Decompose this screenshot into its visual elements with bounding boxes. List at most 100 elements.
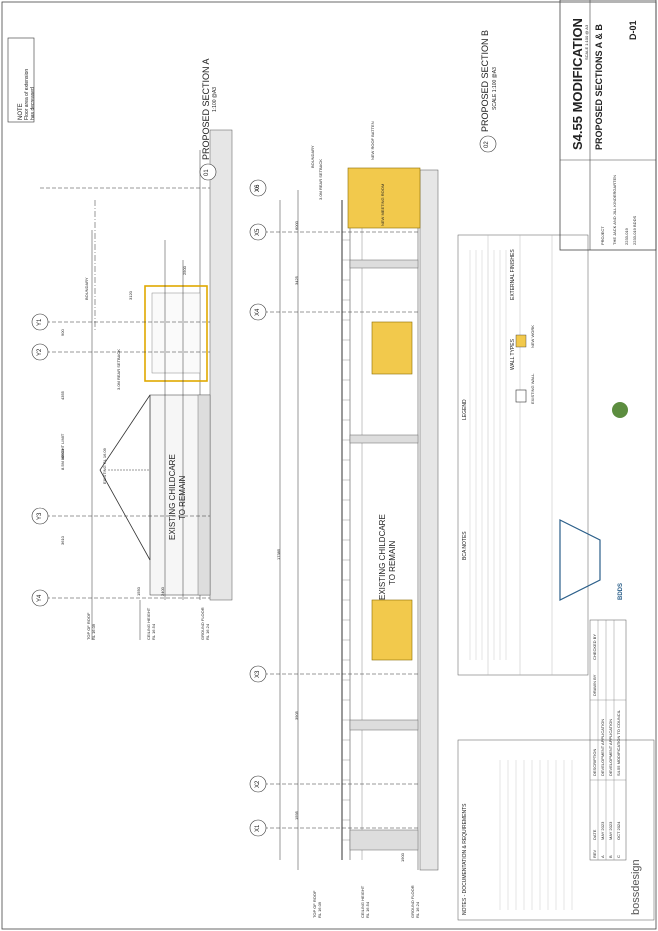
note-box xyxy=(7,37,35,123)
bdds-logo-icon xyxy=(559,519,601,601)
modification-title: S4.55 MODIFICATION xyxy=(570,18,585,150)
section-b-number: 02 xyxy=(484,141,490,148)
bca-notes-title: BCA NOTES xyxy=(462,531,468,560)
section-b-grid xyxy=(249,223,267,837)
revision-table xyxy=(589,619,627,861)
section-b-ceiling-rl: RL 16.54 xyxy=(365,901,370,918)
rev-header-drawn: DRAWN BY xyxy=(592,674,597,696)
grid-bubble-y3 xyxy=(31,507,49,525)
grid-label-x6-b: X6 xyxy=(255,184,261,192)
grid-label-x1: X1 xyxy=(255,824,261,832)
section-a-top-roof-rl: RL 16.09 xyxy=(91,623,96,640)
grid-label-x5: X5 xyxy=(255,228,261,236)
project-label: PROJECT xyxy=(600,226,605,245)
section-b-to-remain: TO REMAIN xyxy=(388,540,397,585)
section-a-dim-6: 900 xyxy=(60,329,65,336)
sheet-title: PROPOSED SECTIONS A & B xyxy=(594,24,604,150)
section-a-ceiling-rl: RL 16.54 xyxy=(151,623,156,640)
grid-label-y4: Y4 xyxy=(37,594,43,602)
section-a-dim-4: 10600 xyxy=(60,448,65,460)
section-a-dim-2: 2400 xyxy=(160,587,165,596)
legend-existing-wall-swatch xyxy=(515,389,527,403)
grid-bubble-y1 xyxy=(31,313,49,331)
section-a-dim-8: 2500 xyxy=(182,266,187,275)
grid-label-y3: Y3 xyxy=(37,512,43,520)
grid-label-y1: Y1 xyxy=(37,318,43,326)
section-a-dim-7: 3120 xyxy=(128,291,133,300)
rev-row-b-desc: DEVELOPMENT APPLICATION xyxy=(608,718,613,776)
section-a-rear-setback: 3.0M REAR SETBACK xyxy=(116,349,121,390)
notes-panel xyxy=(457,234,589,676)
rev-header-date: DATE xyxy=(592,829,597,840)
wall-types-title: WALL TYPES xyxy=(510,339,516,370)
bdds-name: BDDS xyxy=(618,582,624,600)
section-b-new-roof: NEW ROOF BATTEN xyxy=(370,121,375,160)
section-b-dim-c: 6000 xyxy=(294,221,299,230)
section-a-ground xyxy=(209,129,233,601)
project-code: 2233-019 xyxy=(624,228,629,245)
new-meeting-room-block xyxy=(347,167,421,229)
drawing-number: D-01 xyxy=(628,20,638,40)
legend-existing-wall: EXISTING WALL xyxy=(530,373,535,404)
grid-label-x4: X4 xyxy=(255,308,261,316)
rev-header-desc: DESCRIPTION xyxy=(592,748,597,776)
section-a-to-remain: TO REMAIN xyxy=(178,475,187,520)
section-b-dim-d: 1595 xyxy=(294,811,299,820)
section-b-ground xyxy=(419,169,439,871)
grid-bubble-x6-a xyxy=(249,179,267,197)
section-b-rear-setback: 3.0M REAR SETBACK xyxy=(318,159,323,200)
external-finishes-title: EXTERNAL FINISHES xyxy=(510,249,516,300)
section-a-extension xyxy=(144,285,208,382)
section-a-boundary: BOUNDARY xyxy=(84,277,89,300)
grid-bubble-x4 xyxy=(249,303,267,321)
sheet-scale: SCALE 1:100 @ A3 xyxy=(584,24,589,60)
title-block xyxy=(559,0,657,251)
project-client: THE JACK AND JILL KINDERGARTEN xyxy=(612,174,617,245)
section-b xyxy=(258,169,439,871)
section-a-bubble xyxy=(199,163,217,181)
rev-row-a: A xyxy=(600,855,605,858)
rev-row-b: B xyxy=(608,855,613,858)
section-b-ground-rl: RL 16.24 xyxy=(415,901,420,918)
section-b-title: PROPOSED SECTION B xyxy=(480,29,490,132)
note-text-2: has decreased xyxy=(30,87,36,120)
section-a-dim-5: 4355 xyxy=(60,391,65,400)
roof-ticks xyxy=(342,239,350,841)
rev-row-b-date: MAY 2023 xyxy=(608,821,613,840)
note-lines xyxy=(469,250,573,910)
section-b-dim-a: 3905 xyxy=(294,711,299,720)
section-b-scale: SCALE 1:100 @A3 xyxy=(492,67,498,110)
section-a-dim-1: 1550 xyxy=(136,587,141,596)
rev-row-c-desc: S4.55 MODIFICATION TO COUNCIL xyxy=(616,709,621,776)
grid-label-x3: X3 xyxy=(255,670,261,678)
grid-bubble-x1 xyxy=(249,819,267,837)
rev-header-rev: REV xyxy=(592,849,597,858)
section-a-existing-childcare: EXISTING CHILDCARE xyxy=(168,454,177,540)
grid-bubble-x5 xyxy=(249,223,267,241)
section-b-bubble xyxy=(479,135,497,153)
section-a-existing-rl: EXISTING RL 16.09 xyxy=(102,448,107,484)
project-job-no: 2233-019 BDDS xyxy=(632,215,637,245)
rev-header-checked: CHECKED BY xyxy=(592,633,597,660)
section-b-dim-b: 3425 xyxy=(294,276,299,285)
section-a xyxy=(40,129,233,640)
company-badge-icon xyxy=(612,402,628,418)
grid-label-y2: Y2 xyxy=(37,348,43,356)
section-a-ground-rl: RL 16.24 xyxy=(205,623,210,640)
section-b-dim-e: 1900 xyxy=(400,853,405,862)
rev-row-a-desc: DEVELOPMENT APPLICATION xyxy=(600,718,605,776)
section-b-boundary: BOUNDARY xyxy=(310,145,315,168)
legend-new-work-swatch xyxy=(515,334,527,348)
new-work-block-2 xyxy=(371,599,413,661)
section-b-new-meeting-room: NEW MEETING ROOM xyxy=(380,183,385,226)
new-work-fills xyxy=(347,167,421,661)
new-work-block-1 xyxy=(371,321,413,375)
section-a-scale: 1:100 @A3 xyxy=(212,86,218,112)
section-a-title: PROPOSED SECTION A xyxy=(201,58,211,160)
section-b-dim-total: 17385 xyxy=(276,548,281,560)
company-name: bossdesign xyxy=(630,859,642,915)
section-a-number: 01 xyxy=(204,169,210,176)
